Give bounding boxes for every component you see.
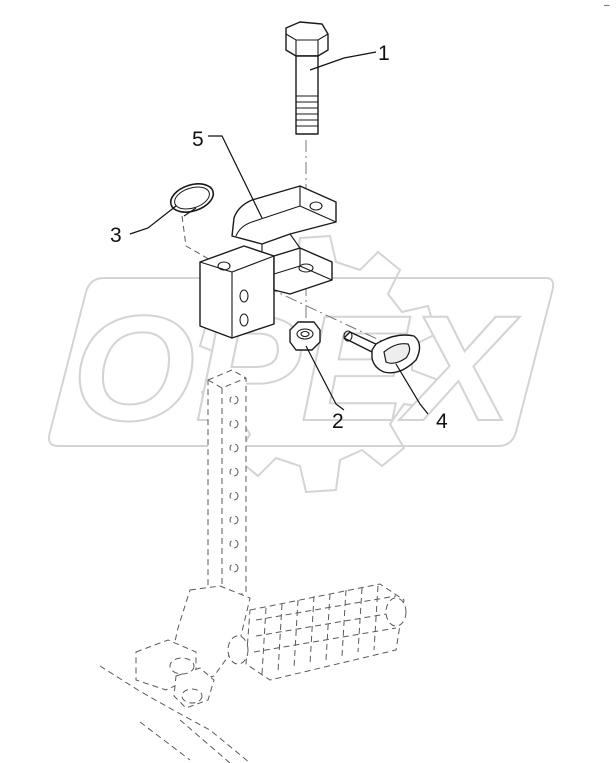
watermark-text: OPEX [72, 284, 520, 452]
callout-3: 3 [110, 224, 122, 247]
callout-1: 1 [378, 42, 390, 65]
tine-post-ghost [207, 369, 247, 605]
callout-2: 2 [332, 410, 344, 433]
callout-4: 4 [436, 410, 448, 433]
hitch-pin-icon [343, 330, 421, 374]
callout-5: 5 [192, 128, 204, 151]
watermark-plate [48, 277, 555, 447]
watermark-logo: OPEX [48, 234, 555, 494]
spring-ring-icon [169, 183, 215, 263]
callout-leaders [129, 51, 429, 415]
hex-bolt-icon [285, 21, 329, 135]
hex-lock-nut-icon [289, 321, 321, 351]
corner-mark: – [604, 0, 610, 11]
spring-assembly-ghost [99, 583, 407, 763]
bracket-icon [199, 185, 337, 339]
